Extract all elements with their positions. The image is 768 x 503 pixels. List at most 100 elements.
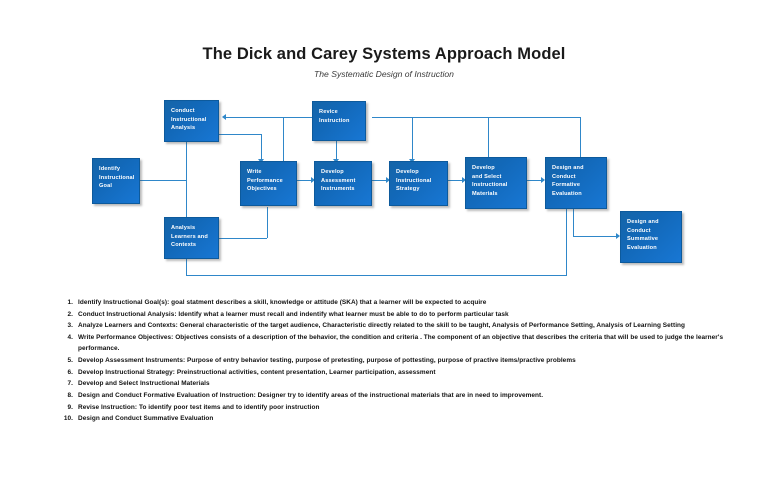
node-line: Assessment <box>321 177 356 184</box>
connector-feedback-loop-up <box>186 258 187 276</box>
list-item-text: Write Performance Objectives: Objectives… <box>78 334 724 353</box>
node-line: Design and <box>627 219 659 225</box>
connector-formative-to-summative-v <box>573 205 574 236</box>
connector-learners-to-write-h <box>219 238 267 239</box>
steps-ordered-list: 1. Identify Instructional Goal(s): goal … <box>57 297 725 424</box>
list-item-number: 9. <box>67 403 73 411</box>
page-subtitle: The Systematic Design of Instruction <box>314 69 454 79</box>
list-item-number: 3. <box>67 322 73 330</box>
arrowhead-materials-to-formative <box>541 177 545 183</box>
list-item: 8. Design and Conduct Formative Evaluati… <box>68 390 725 401</box>
list-item-number: 5. <box>67 356 73 364</box>
node-line: Summative <box>627 236 659 243</box>
connector-revise-bus-right <box>372 117 580 118</box>
list-item-text: Design and Conduct Summative Evaluation <box>78 415 214 423</box>
connector-revise-down-strategy <box>412 117 413 161</box>
list-item-text: Revise Instruction: To identify poor tes… <box>78 403 320 411</box>
list-item: 4. Write Performance Objectives: Objecti… <box>68 332 725 354</box>
connector-write-to-assessment <box>297 180 312 181</box>
node-line: Learners and <box>171 233 208 240</box>
node-line: Contexts <box>171 242 197 249</box>
list-item: 1. Identify Instructional Goal(s): goal … <box>68 297 725 308</box>
arrowhead-assessment-to-strategy <box>386 177 390 183</box>
connector-strategy-to-materials <box>448 180 463 181</box>
node-line: Instructional <box>472 182 508 189</box>
list-item-number: 4. <box>67 334 73 342</box>
arrowhead-write-to-assessment <box>311 177 315 183</box>
arrowhead-strategy-to-materials <box>462 177 466 183</box>
node-line: Analysis <box>171 225 196 231</box>
list-item-number: 2. <box>67 310 73 318</box>
node-line: Revice <box>319 109 338 115</box>
list-item: 3. Analyze Learners and Contexts: Genera… <box>68 320 725 331</box>
node-line: Goal <box>99 183 113 190</box>
steps-list: 1. Identify Instructional Goal(s): goal … <box>57 297 725 425</box>
list-item-number: 1. <box>67 299 73 306</box>
connector-split-vertical <box>186 117 187 239</box>
connector-revise-down-assessment <box>336 140 337 161</box>
node-analysis-learners-and-contexts[interactable]: Analysis Learners and Contexts <box>164 217 219 259</box>
node-conduct-instructional-analysis[interactable]: Conduct Instructional Analysis <box>164 100 219 142</box>
list-item: 6. Develop Instructional Strategy: Prein… <box>68 367 725 378</box>
list-item: 9. Revise Instruction: To identify poor … <box>68 402 725 413</box>
list-item-number: 10. <box>63 415 73 423</box>
node-line: Write <box>247 169 262 175</box>
connector-learners-to-write-v <box>267 207 268 238</box>
node-line: Develop <box>321 169 344 175</box>
node-line: Objectives <box>247 186 277 193</box>
connector-revise-bus-left <box>226 117 312 118</box>
page-title: The Dick and Carey Systems Approach Mode… <box>202 45 566 63</box>
node-identify-instructional-goal[interactable]: Identify Instructional Goal <box>92 158 140 204</box>
list-item: 2. Conduct Instructional Analysis: Ident… <box>68 309 725 320</box>
list-item-number: 7. <box>67 380 73 388</box>
node-line: Evaluation <box>552 190 582 197</box>
node-design-and-conduct-formative-evaluation[interactable]: Design and Conduct Formative Evaluation <box>545 157 607 209</box>
node-line: Strategy <box>396 186 420 193</box>
connector-goal-to-split <box>140 180 186 181</box>
arrowhead-formative-to-summative <box>616 233 620 239</box>
node-develop-instructional-strategy[interactable]: Develop Instructional Strategy <box>389 161 448 206</box>
list-item-text: Conduct Instructional Analysis: Identify… <box>78 310 509 318</box>
node-line: and Select <box>472 173 502 180</box>
node-line: Develop <box>396 169 419 175</box>
node-line: Instruments <box>321 186 355 193</box>
node-line: Performance <box>247 177 283 184</box>
list-item-text: Develop Assessment Instruments: Purpose … <box>78 356 576 364</box>
list-item-text: Analyze Learners and Contexts: General c… <box>78 322 686 330</box>
connector-feedback-loop-left <box>186 275 567 276</box>
list-item-number: 6. <box>67 368 73 376</box>
list-item-text: Identify Instructional Goal(s): goal sta… <box>78 299 487 306</box>
list-item-text: Develop Instructional Strategy: Preinstr… <box>78 368 436 376</box>
node-line: Conduct <box>552 173 576 180</box>
connector-assessment-to-strategy <box>372 180 387 181</box>
node-line: Conduct <box>627 227 651 234</box>
node-line: Identify <box>99 166 121 172</box>
node-line: Conduct <box>171 108 195 114</box>
node-line: Instruction <box>319 117 350 124</box>
node-line: Instructional <box>171 116 207 123</box>
connector-conduct-to-write-v <box>261 134 262 161</box>
list-item-text: Design and Conduct Formative Evaluation … <box>78 391 544 399</box>
node-line: Evaluation <box>627 244 657 251</box>
node-line: Analysis <box>171 125 196 132</box>
list-item-text: Develop and Select Instructional Materia… <box>78 380 210 388</box>
connector-formative-to-summative-h <box>573 236 617 237</box>
list-item-number: 8. <box>67 391 73 399</box>
connector-feedback-loop-down <box>566 205 567 275</box>
node-line: Instructional <box>99 174 135 181</box>
node-develop-assessment-instruments[interactable]: Develop Assessment Instruments <box>314 161 372 206</box>
list-item: 5. Develop Assessment Instruments: Purpo… <box>68 355 725 366</box>
list-item: 10. Design and Conduct Summative Evaluat… <box>64 413 725 424</box>
node-develop-and-select-instructional-materials[interactable]: Develop and Select Instructional Materia… <box>465 157 527 209</box>
node-line: Materials <box>472 190 498 197</box>
node-design-and-conduct-summative-evaluation[interactable]: Design and Conduct Summative Evaluation <box>620 211 682 263</box>
node-revice-instruction[interactable]: Revice Instruction <box>312 101 366 141</box>
node-write-performance-objectives[interactable]: Write Performance Objectives <box>240 161 297 206</box>
arrowhead-revise-to-conduct <box>222 114 226 120</box>
node-line: Instructional <box>396 177 432 184</box>
node-line: Design and <box>552 165 584 171</box>
connector-revise-down-materials <box>488 117 489 161</box>
connector-revise-down-formative <box>580 117 581 161</box>
node-line: Develop <box>472 165 495 171</box>
